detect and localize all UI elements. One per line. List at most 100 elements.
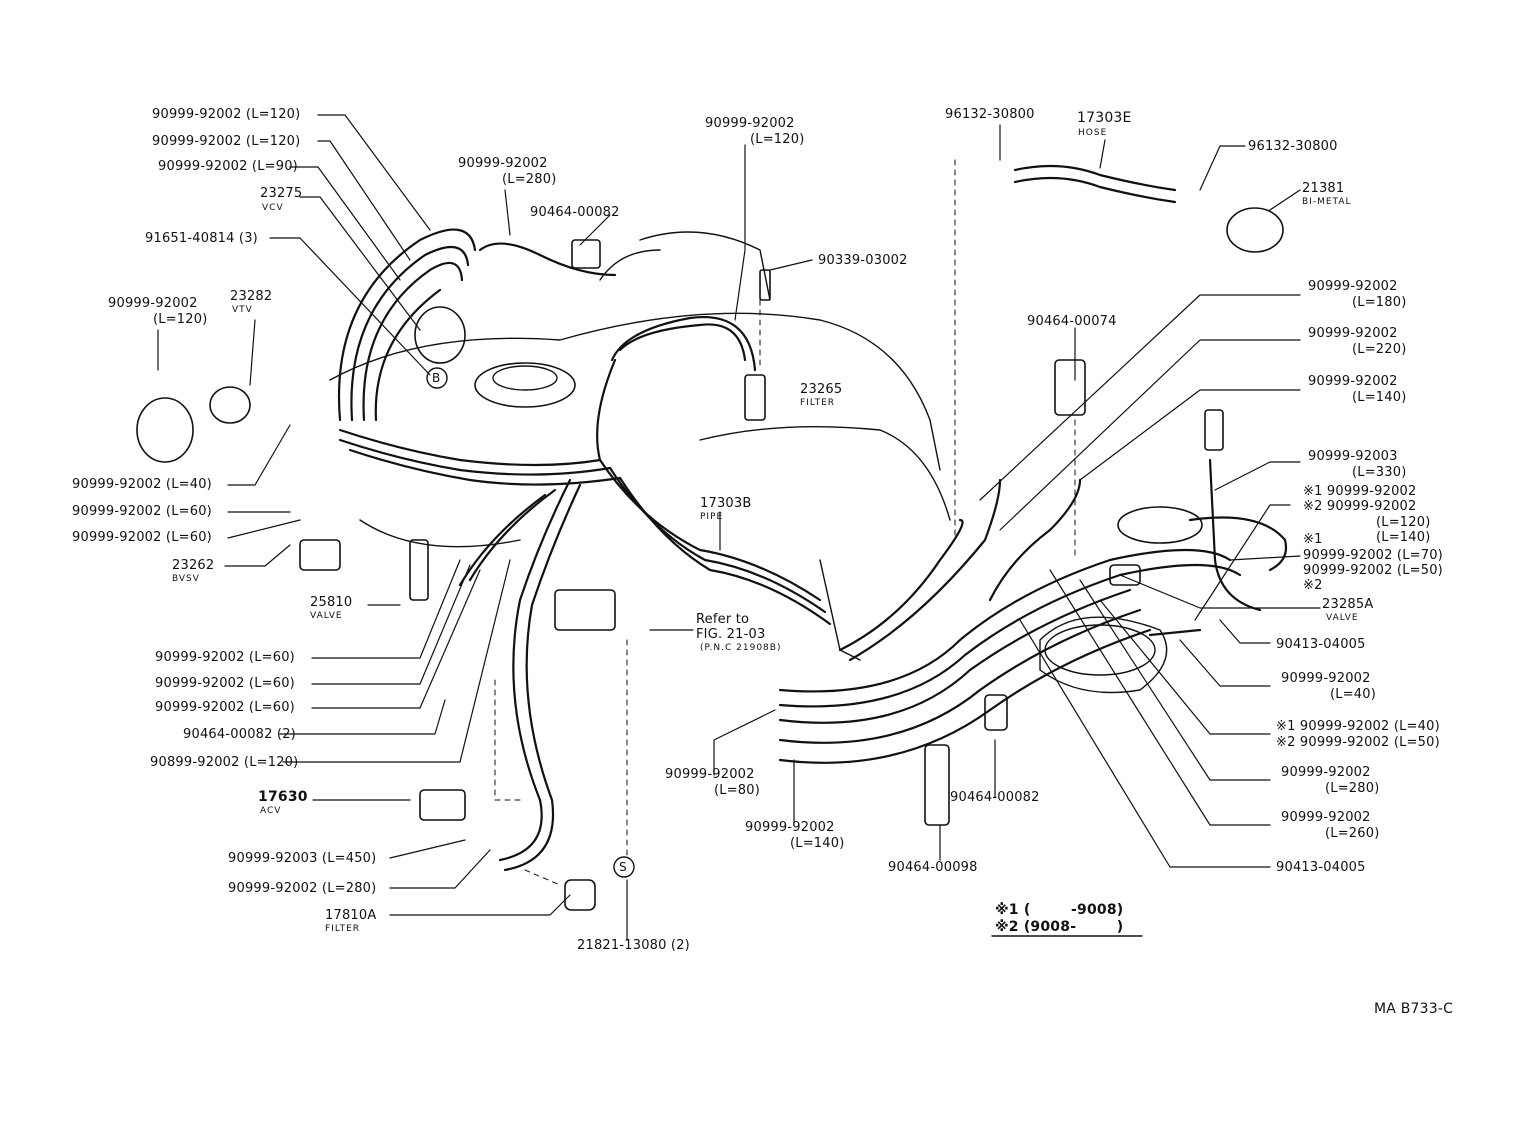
label-90999-92002-l90: 90999-92002 (L=90)	[158, 159, 298, 174]
label-23265-sub: FILTER	[800, 398, 836, 408]
label-c-l140: 90999-92002	[745, 820, 835, 835]
label-r-m2-b: ※2	[1303, 578, 1323, 593]
label-l-l40: 90999-92002 (L=40)	[72, 477, 212, 492]
label-c-l80: 90999-92002	[665, 767, 755, 782]
label-90413-04005-a: 90413-04005	[1276, 637, 1366, 652]
label-r-m1-b: ※1	[1303, 532, 1323, 547]
label-23282: 23282	[230, 289, 273, 304]
label-l-l280: 90999-92002 (L=280)	[228, 881, 377, 896]
label-r-m2-l50: ※2 90999-92002 (L=50)	[1276, 735, 1440, 750]
label-90464-00082-2: 90464-00082 (2)	[183, 727, 296, 742]
label-r-l330-len: (L=330)	[1352, 465, 1407, 480]
label-23275: 23275	[260, 186, 303, 201]
label-21381-sub: BI-METAL	[1302, 197, 1352, 207]
label-17810A: 17810A	[325, 908, 377, 923]
label-c-l140-len: (L=140)	[790, 836, 845, 851]
label-r-m1: ※1 90999-92002	[1303, 484, 1417, 499]
dashed-lines	[494, 159, 1076, 886]
label-17303E: 17303E	[1077, 110, 1132, 126]
hose-bundle-left	[338, 228, 622, 486]
label-c-l80-len: (L=80)	[714, 783, 761, 798]
marker-s-circle	[613, 856, 635, 878]
label-r-l220-len: (L=220)	[1352, 342, 1407, 357]
label-r-l180: 90999-92002	[1308, 279, 1398, 294]
label-96132-30800-b: 96132-30800	[1248, 139, 1338, 154]
label-refer-fig: FIG. 21-03	[696, 627, 766, 642]
label-25810-sub: VALVE	[310, 611, 343, 621]
label-90339-03002: 90339-03002	[818, 253, 908, 268]
air-cleaner-cap	[474, 362, 576, 408]
label-l-l60-c: 90999-92002 (L=60)	[155, 650, 295, 665]
label-23285A: 23285A	[1322, 597, 1374, 612]
label-17630: 17630	[258, 789, 308, 805]
leader-lines	[157, 114, 1321, 941]
label-21381: 21381	[1302, 181, 1345, 196]
label-25810: 25810	[310, 595, 353, 610]
label-90999-92002-l120-d: 90999-92002	[705, 116, 795, 131]
label-r-l260: 90999-92002	[1281, 810, 1371, 825]
label-l-l450: 90999-92003 (L=450)	[228, 851, 377, 866]
label-r-l280: 90999-92002	[1281, 765, 1371, 780]
label-r-l180-len: (L=180)	[1352, 295, 1407, 310]
hose-bundle-center	[458, 316, 832, 872]
label-90999-92002-l120-b: 90999-92002 (L=120)	[152, 134, 301, 149]
label-refer-to: Refer to	[696, 612, 750, 627]
label-r-l140-len: (L=140)	[1352, 390, 1407, 405]
label-l-l60-b: 90999-92002 (L=60)	[72, 530, 212, 545]
label-21821-13080: 21821-13080 (2)	[577, 938, 690, 953]
label-17303B-sub: PIPE	[700, 512, 724, 522]
label-90464-00082-c: 90464-00082	[950, 790, 1040, 805]
label-90999-92002-l120-c-len: (L=120)	[153, 312, 208, 327]
components	[136, 207, 1284, 911]
label-refer-pnc: (P.N.C 21908B)	[700, 643, 782, 653]
label-r-m2: ※2 90999-92002	[1303, 499, 1417, 514]
label-r-l280-len: (L=280)	[1325, 781, 1380, 796]
label-90464-00098: 90464-00098	[888, 860, 978, 875]
label-r-l220: 90999-92002	[1308, 326, 1398, 341]
label-r-m-l140: (L=140)	[1376, 530, 1431, 545]
label-23275-sub: VCV	[262, 203, 284, 213]
label-90413-04005-b: 90413-04005	[1276, 860, 1366, 875]
label-90999-92002-l120-d-len: (L=120)	[750, 132, 805, 147]
label-17303E-sub: HOSE	[1078, 128, 1108, 138]
label-r-l70: 90999-92002 (L=70)	[1303, 548, 1443, 563]
label-r-l50: 90999-92002 (L=50)	[1303, 563, 1443, 578]
label-l-l60-a: 90999-92002 (L=60)	[72, 504, 212, 519]
label-17810A-sub: FILTER	[325, 924, 361, 934]
label-23282-sub: VTV	[232, 305, 253, 315]
label-23285A-sub: VALVE	[1326, 613, 1359, 623]
label-r-l330: 90999-92003	[1308, 449, 1398, 464]
label-23265: 23265	[800, 382, 843, 397]
legend-mark-1: ※1 ( -9008)	[995, 902, 1124, 918]
hose-bundle-right	[778, 164, 1288, 764]
label-r-m-l120: (L=120)	[1376, 515, 1431, 530]
marker-s: S	[619, 860, 627, 874]
label-17630-sub: ACV	[260, 806, 282, 816]
label-r-m1-l40: ※1 90999-92002 (L=40)	[1276, 719, 1440, 734]
label-90999-92002-l280-top-len: (L=280)	[502, 172, 557, 187]
label-23262-sub: BVSV	[172, 574, 200, 584]
legend-mark-2: ※2 (9008- )	[995, 919, 1124, 935]
throttle-body	[1117, 506, 1203, 544]
marker-b-circle	[426, 367, 448, 389]
label-17303B: 17303B	[700, 496, 752, 511]
reference-code: MA B733-C	[1374, 1001, 1454, 1017]
label-r-l260-len: (L=260)	[1325, 826, 1380, 841]
label-l-l60-d: 90999-92002 (L=60)	[155, 676, 295, 691]
label-90999-92002-l280-top: 90999-92002	[458, 156, 548, 171]
marker-b: B	[432, 371, 441, 385]
label-r-l40: 90999-92002	[1281, 671, 1371, 686]
label-l-l60-e: 90999-92002 (L=60)	[155, 700, 295, 715]
label-r-l40-len: (L=40)	[1330, 687, 1377, 702]
label-90999-92002-l120-a: 90999-92002 (L=120)	[152, 107, 301, 122]
label-90464-00074: 90464-00074	[1027, 314, 1117, 329]
label-91651-40814: 91651-40814 (3)	[145, 231, 258, 246]
label-96132-30800-a: 96132-30800	[945, 107, 1035, 122]
label-23262: 23262	[172, 558, 215, 573]
label-90999-92002-l120-c: 90999-92002	[108, 296, 198, 311]
label-r-l140: 90999-92002	[1308, 374, 1398, 389]
label-90899-92002: 90899-92002 (L=120)	[150, 755, 299, 770]
label-90464-00082-top: 90464-00082	[530, 205, 620, 220]
